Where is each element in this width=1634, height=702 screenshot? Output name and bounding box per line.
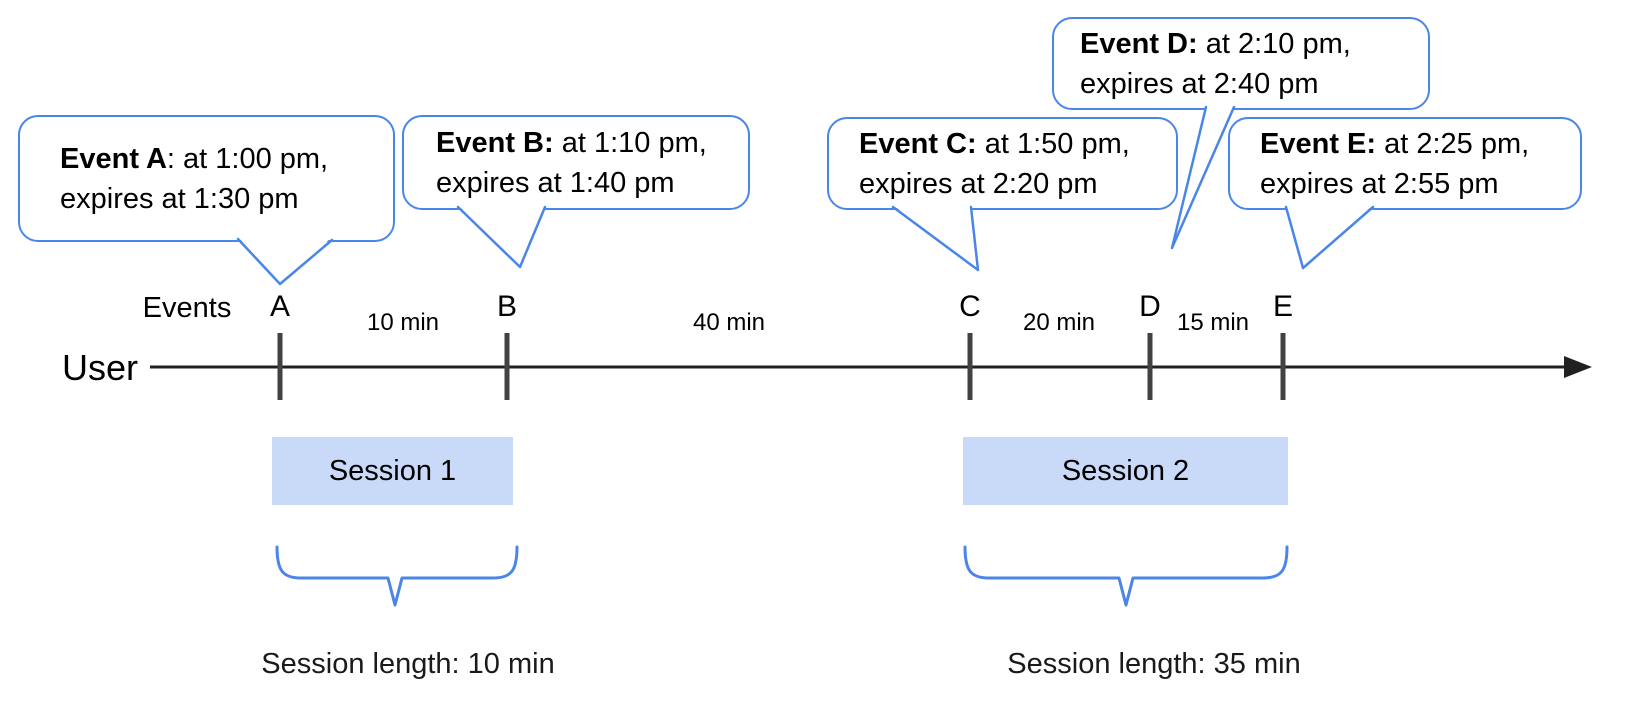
session-2-length-label: Session length: 35 min [1007,648,1301,680]
bubble-tail-b [456,205,547,269]
event-b-line2: expires at 1:40 pm [436,166,675,199]
event-a-name: Event A [60,142,167,175]
bubble-tail-c [891,205,980,272]
bubble-tail-a [236,237,334,286]
session-2-box: Session 2 [963,437,1288,505]
event-mark-c: C [959,290,981,323]
event-e-callout: Event E: at 2:25 pm, expires at 2:55 pm [1228,117,1582,210]
event-mark-d: D [1139,290,1161,323]
event-c-line1: Event C: at 1:50 pm, [859,127,1130,160]
session-2-label: Session 2 [1061,454,1190,487]
event-mark-b: B [496,290,518,323]
bubble-tail-d [1170,105,1236,250]
session-2-brace [963,545,1289,607]
interval-label-c-d: 20 min [1022,309,1096,336]
event-e-line2: expires at 2:55 pm [1260,167,1499,200]
event-e-name: Event E: [1260,127,1377,160]
user-axis-label: User [62,347,139,388]
event-a-callout: Event A: at 1:00 pm, expires at 1:30 pm [18,115,395,242]
event-a-line1: Event A: at 1:00 pm, [60,142,329,175]
event-mark-e: E [1272,290,1294,323]
timeline-arrowhead-icon [1564,356,1592,378]
event-b-callout: Event B: at 1:10 pm, expires at 1:40 pm [402,115,750,210]
event-b-name: Event B: [436,126,554,159]
event-c-line2: expires at 2:20 pm [859,167,1098,200]
session-1-box: Session 1 [272,437,513,505]
session-1-label: Session 1 [328,454,457,487]
bubble-tail-e [1284,205,1375,270]
event-d-callout: Event D: at 2:10 pm, expires at 2:40 pm [1052,17,1430,110]
session-1-length-label: Session length: 10 min [261,648,555,680]
interval-label-b-c: 40 min [692,309,766,336]
event-c-name: Event C: [859,127,977,160]
event-b-line1: Event B: at 1:10 pm, [436,126,707,159]
event-a-line2: expires at 1:30 pm [60,182,299,215]
events-axis-label: Events [142,292,232,324]
event-d-line1: Event D: at 2:10 pm, [1080,27,1351,60]
event-d-line2: expires at 2:40 pm [1080,67,1319,100]
event-c-callout: Event C: at 1:50 pm, expires at 2:20 pm [827,117,1178,210]
interval-label-d-e: 15 min [1176,309,1250,336]
event-e-line1: Event E: at 2:25 pm, [1260,127,1530,160]
event-mark-a: A [269,290,291,323]
session-1-brace [275,545,519,607]
event-d-name: Event D: [1080,27,1198,60]
interval-label-a-b: 10 min [366,309,440,336]
